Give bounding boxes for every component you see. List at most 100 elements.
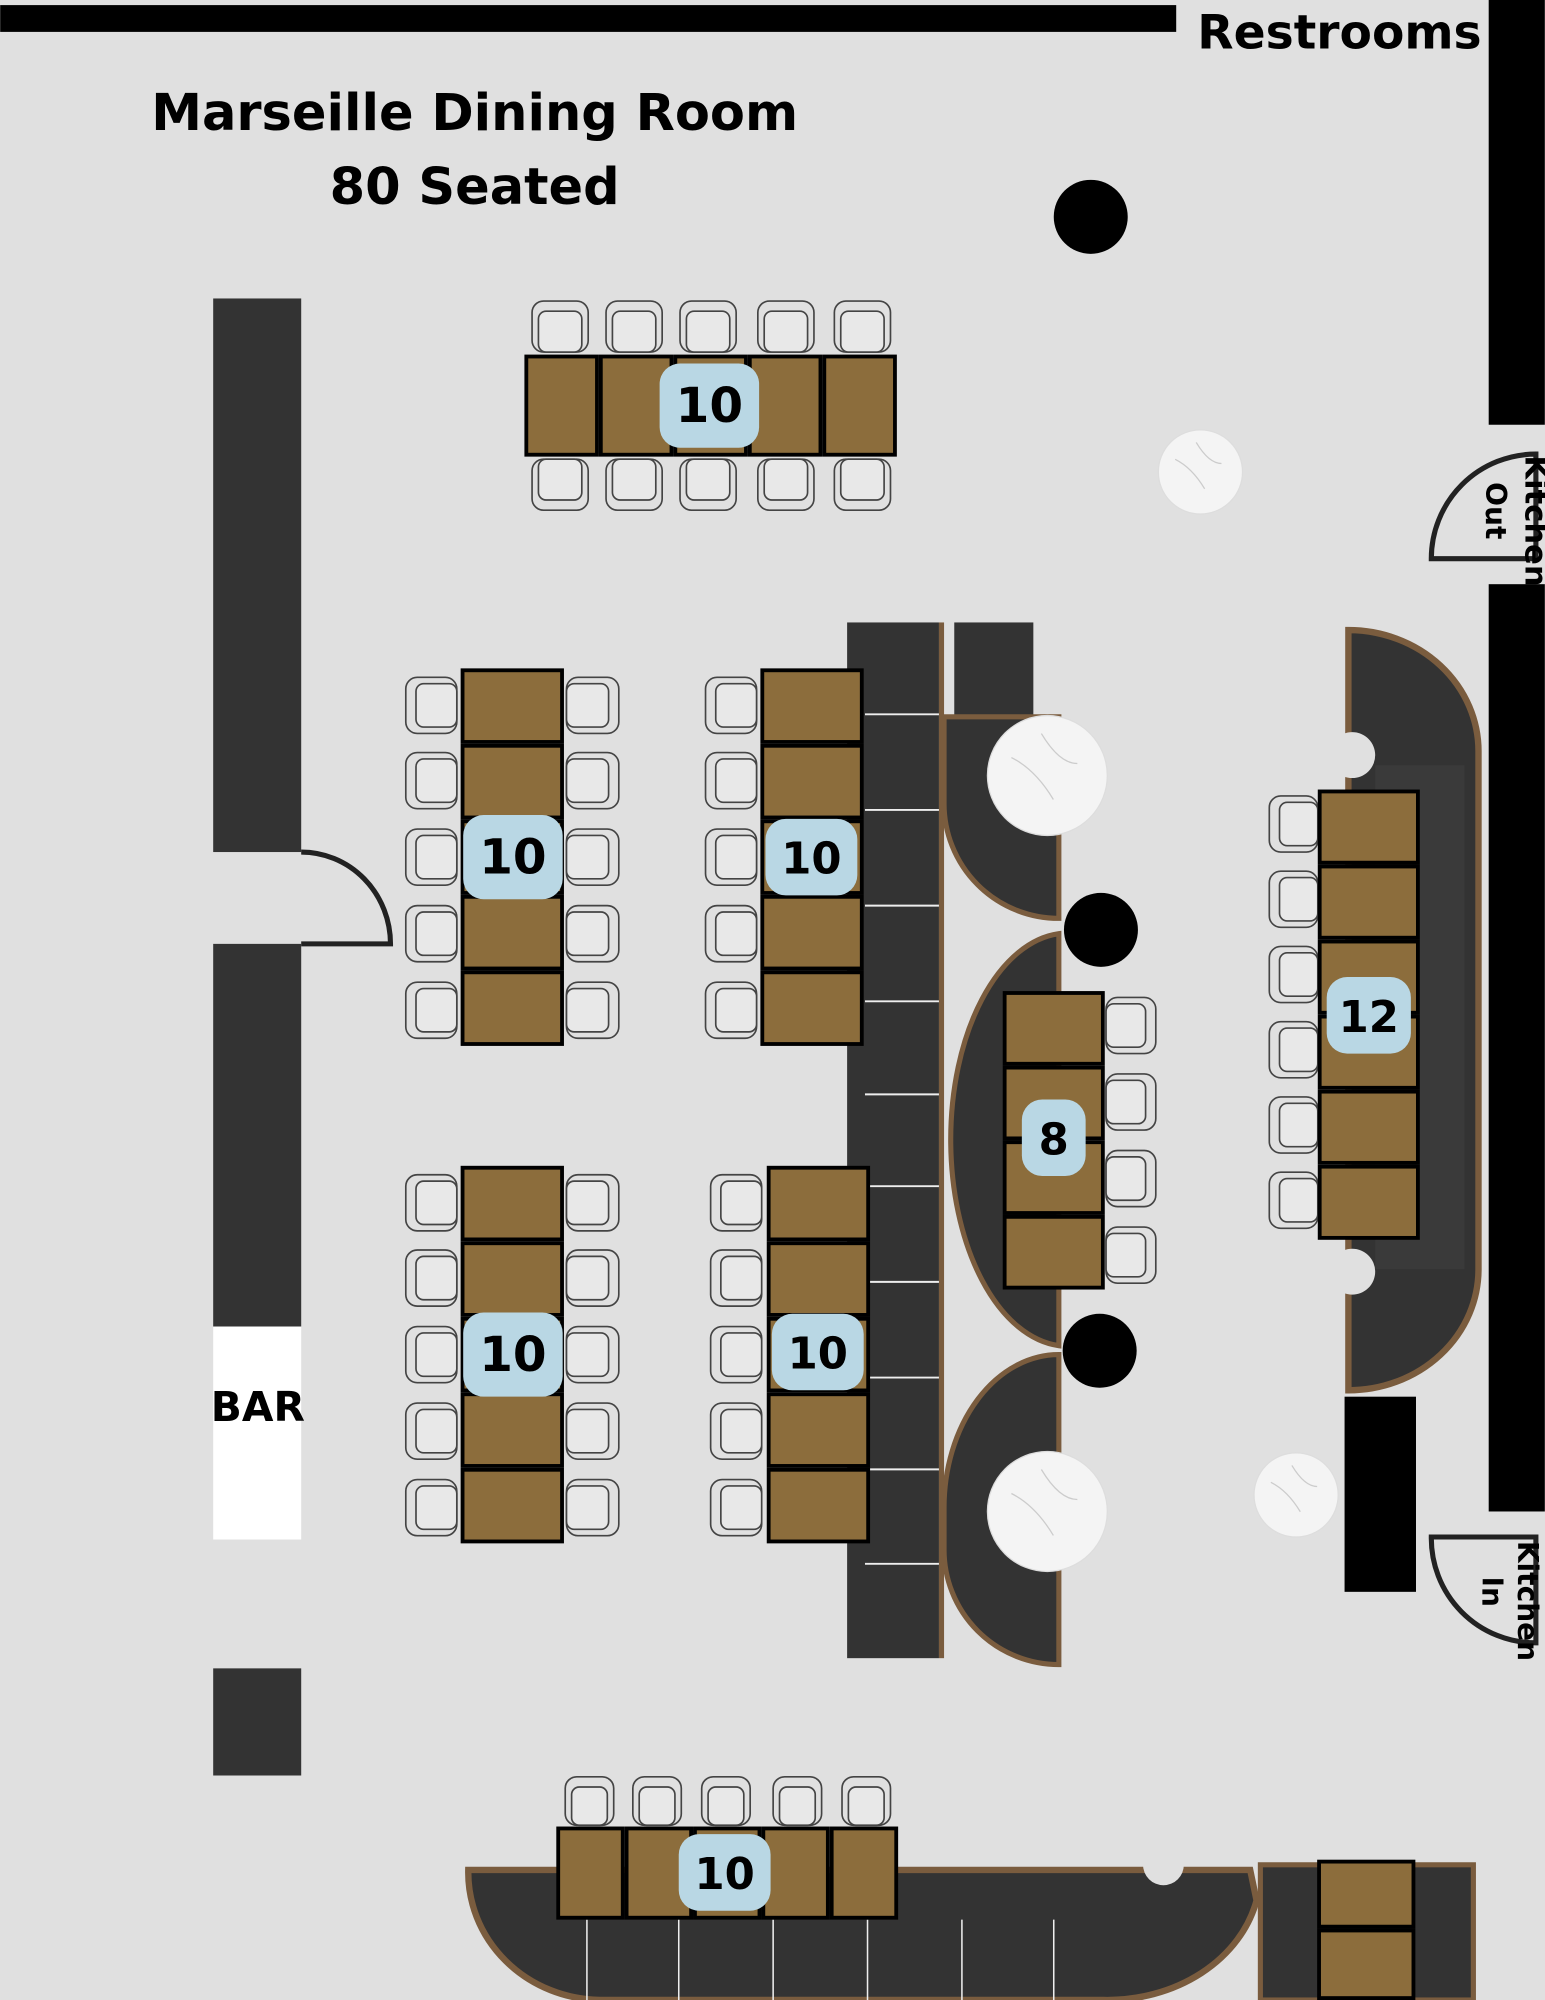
kitchen-in-door[interactable]: Kitchen In <box>1428 1534 1544 1661</box>
svg-text:Kitchen: Kitchen <box>1511 1541 1544 1661</box>
table-segment <box>460 668 564 744</box>
chair <box>679 300 737 353</box>
seat-count-badge <box>1326 977 1411 1054</box>
kitchen-out-door[interactable]: Kitchen Out <box>1428 451 1545 587</box>
chair <box>757 300 815 353</box>
chair <box>1105 1073 1157 1131</box>
chair <box>704 751 758 810</box>
chair <box>709 1325 763 1384</box>
seat-count: 10 <box>479 830 546 886</box>
seat-count-badge <box>463 815 563 900</box>
chair <box>404 1173 458 1232</box>
table-segment <box>460 1467 564 1544</box>
chair <box>709 1478 763 1537</box>
chair <box>709 1249 763 1307</box>
table-segment <box>460 894 564 971</box>
dining-table-mid-upper[interactable]: 10 <box>704 668 864 1046</box>
table-segment <box>760 668 864 744</box>
bar-sign-box <box>213 1326 302 1540</box>
table-segment <box>766 1165 871 1242</box>
chair <box>404 981 458 1040</box>
room-title: Marseille Dining Room <box>151 84 798 143</box>
seat-count-badge <box>463 1312 563 1397</box>
chair <box>404 1402 458 1461</box>
dining-table-left-lower[interactable]: 10 <box>404 1165 620 1544</box>
table-segment <box>460 1241 564 1317</box>
dining-table-bottom[interactable]: 10 <box>556 1775 899 1920</box>
top-wall <box>0 5 1177 32</box>
bar-label: BAR <box>211 1383 305 1431</box>
table-segment <box>556 1826 625 1920</box>
table-segment <box>1317 864 1420 940</box>
chair <box>404 904 458 963</box>
table-segment <box>1317 789 1420 865</box>
chair <box>700 1775 752 1827</box>
chair <box>565 676 620 735</box>
chair <box>833 300 892 353</box>
table-segment <box>760 894 864 971</box>
seat-count: 10 <box>781 835 841 885</box>
seat-count: 12 <box>1339 993 1399 1043</box>
chair <box>1105 1226 1157 1284</box>
table-segment <box>766 1467 871 1544</box>
dining-table-mid-lower[interactable]: 10 <box>709 1165 871 1544</box>
chair <box>565 1478 620 1537</box>
table-segment <box>460 743 564 820</box>
table-segment <box>766 1392 871 1468</box>
seat-count: 10 <box>694 1850 754 1900</box>
marble-side-table <box>986 1450 1108 1573</box>
seat-count: 8 <box>1039 1115 1069 1165</box>
table-segment <box>1002 991 1105 1066</box>
table-segment <box>524 354 599 457</box>
chair <box>605 300 663 353</box>
seat-count-badge <box>659 363 760 448</box>
chair <box>679 458 737 512</box>
bar-end <box>213 1668 302 1776</box>
chair <box>704 981 758 1040</box>
chair <box>605 458 663 512</box>
dining-table-booth-center[interactable]: 8 <box>1002 991 1157 1290</box>
bar-counter-lower <box>213 943 302 1327</box>
right-wall-middle <box>1488 584 1545 1512</box>
dining-table-left-upper[interactable]: 10 <box>404 668 620 1046</box>
table-segment <box>1002 1214 1105 1290</box>
chair <box>404 828 458 887</box>
chair <box>404 1478 458 1537</box>
chair <box>404 751 458 810</box>
chair <box>564 1775 615 1827</box>
table-segment <box>598 354 674 457</box>
service-station <box>1344 1396 1416 1592</box>
chair <box>772 1775 823 1827</box>
dining-table-booth-right[interactable]: 12 <box>1268 789 1420 1240</box>
table-segment <box>460 1165 564 1242</box>
chair <box>404 1249 458 1307</box>
chair <box>565 1402 620 1461</box>
column <box>1063 892 1138 967</box>
table-segment <box>460 970 564 1046</box>
chair <box>757 458 815 512</box>
column <box>1053 179 1128 254</box>
chair <box>565 1325 620 1384</box>
chair <box>565 828 620 887</box>
dining-table-top[interactable]: 10 <box>524 300 897 512</box>
seat-count: 10 <box>479 1327 546 1383</box>
seat-count: 10 <box>676 378 743 434</box>
table-segment <box>460 1392 564 1468</box>
chair <box>565 981 620 1040</box>
marble-side-table <box>1157 429 1244 515</box>
seat-count-badge <box>765 818 858 896</box>
table-segment <box>1317 1089 1420 1165</box>
chair <box>565 904 620 963</box>
table-segment <box>829 1826 899 1920</box>
table-segment <box>1317 1164 1420 1240</box>
chair <box>1105 996 1157 1055</box>
svg-text:Out: Out <box>1479 482 1512 539</box>
table-segment <box>747 354 823 457</box>
capacity-label: 80 Seated <box>330 158 620 217</box>
chair <box>1105 1149 1157 1208</box>
bar-door[interactable] <box>301 849 394 947</box>
bar-counter-upper <box>213 298 302 853</box>
booth-table-bottom-right[interactable] <box>1317 1859 1416 2000</box>
restrooms-label: Restrooms <box>1197 5 1481 60</box>
